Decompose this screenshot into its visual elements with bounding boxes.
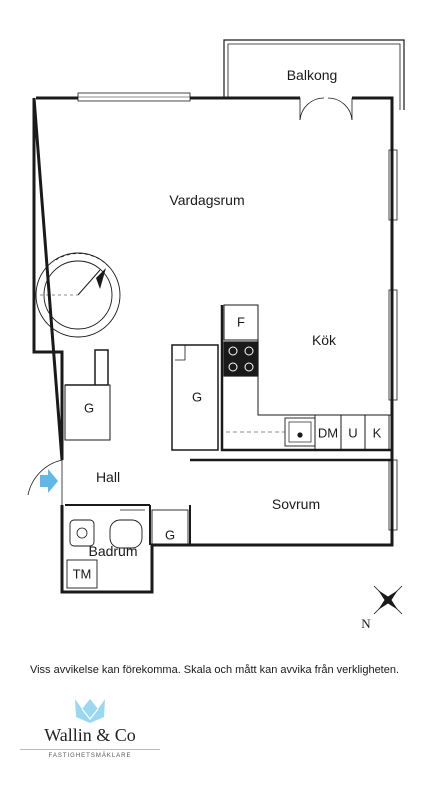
fixture-label-g-mid: G bbox=[191, 389, 203, 405]
logo-divider bbox=[20, 749, 160, 750]
compass-north-label: N bbox=[361, 616, 371, 631]
room-label-vardagsrum: Vardagsrum bbox=[169, 192, 245, 208]
fixture-label-f: F bbox=[237, 314, 245, 330]
fixture-label-dm: DM bbox=[317, 425, 339, 441]
floor-plan bbox=[27, 39, 405, 615]
room-label-hall: Hall bbox=[95, 469, 121, 485]
logo-name: Wallin & Co bbox=[44, 725, 136, 745]
fixture-label-tm: TM bbox=[72, 566, 92, 582]
room-label-balkong: Balkong bbox=[286, 67, 338, 83]
logo-subtitle: FASTIGHETSMÄKLARE bbox=[48, 753, 132, 759]
room-label-badrum: Badrum bbox=[88, 543, 138, 559]
room-label-kok: Kök bbox=[311, 332, 337, 348]
outer-wall bbox=[32, 96, 394, 594]
fixture-label-g-bath: G bbox=[164, 527, 176, 543]
fixture-label-g-hall: G bbox=[83, 400, 95, 416]
disclaimer-text: Viss avvikelse kan förekomma. Skala och … bbox=[29, 664, 400, 676]
fixture-label-k: K bbox=[372, 425, 382, 441]
crown-icon bbox=[75, 699, 105, 723]
balcony-outline bbox=[223, 39, 405, 110]
room-label-sovrum: Sovrum bbox=[271, 496, 321, 512]
company-logo: Wallin & Co FASTIGHETSMÄKLARE bbox=[20, 695, 160, 775]
entry-arrow-icon bbox=[40, 469, 58, 493]
fixture-label-u: U bbox=[348, 425, 358, 441]
compass-icon bbox=[373, 585, 403, 615]
